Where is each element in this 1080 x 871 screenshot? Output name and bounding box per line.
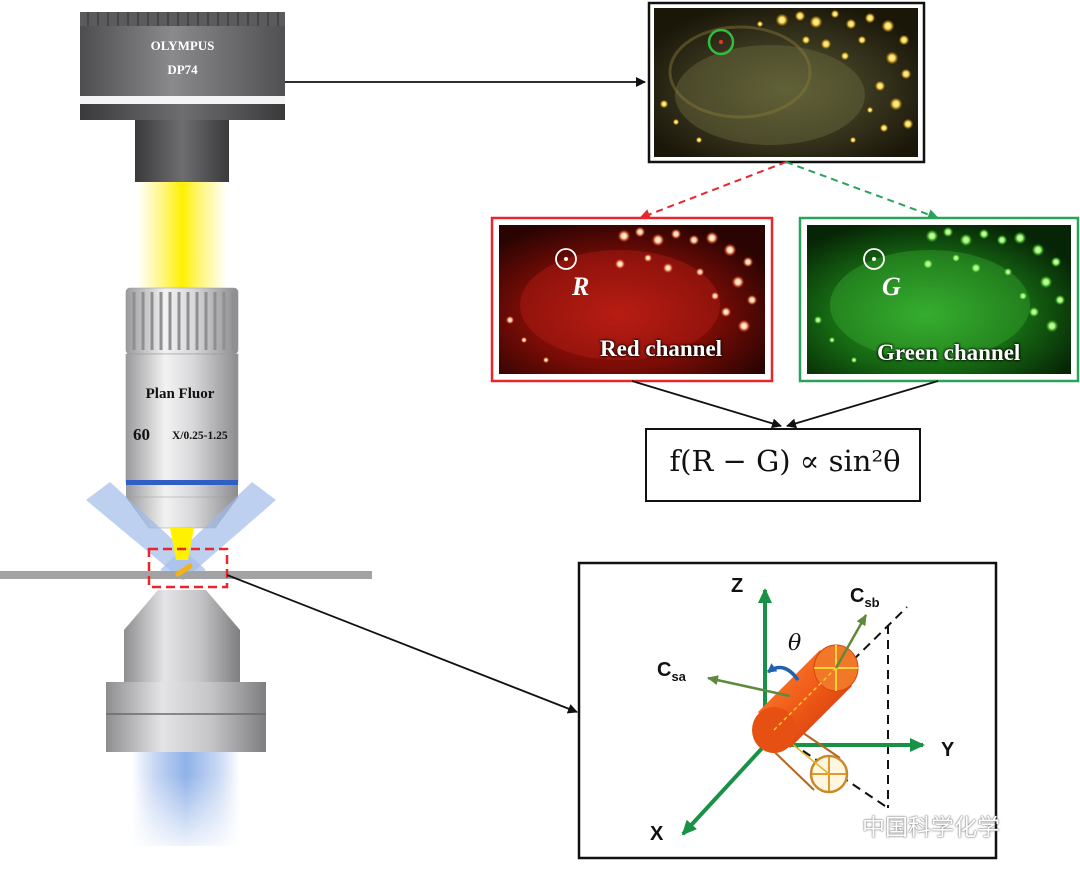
csb-main: C [850,585,865,607]
emission-beam [137,182,227,288]
csa-sub: sa [671,669,686,684]
arrow-green-to-formula [786,380,939,429]
objective-lens [125,287,239,529]
arrow-red-to-formula [631,380,782,429]
csb-sub: sb [864,595,880,610]
objective-magnification-label: 60 [133,425,150,444]
sample-particle [175,563,193,577]
theta-arc [766,663,800,682]
csb-label: Csb [850,585,880,610]
condenser [106,590,266,752]
illumination-beam [132,752,240,846]
arrow-sample-to-inset [226,574,578,714]
red-channel-label: Red channel [600,336,723,361]
formula-box: f(R − G) ∝ sin²θ [645,428,921,502]
specimen-slide [0,571,372,579]
camera-model-label: DP74 [167,62,198,77]
theta-label: θ [788,631,802,656]
orientation-inset [577,561,998,860]
sample-region [147,547,229,589]
formula-text: f(R − G) ∝ sin²θ [669,444,901,478]
arrow-to-red-channel [639,161,787,220]
z-axis-label: Z [731,575,744,597]
green-channel-letter: G [882,272,901,301]
watermark: 中国科学化学 [862,815,1000,841]
green-channel-image [798,216,1080,383]
green-channel-label: Green channel [877,340,1021,365]
x-axis [681,743,767,836]
csa-vector [707,675,791,698]
camera-brand-label: OLYMPUS [150,38,215,53]
objective-name-label: Plan Fluor [145,386,215,402]
csa-label: Csa [657,659,686,684]
arrow-to-green-channel [785,161,939,220]
camera [80,12,285,182]
y-axis-label: Y [941,739,955,761]
csb-vector [834,614,868,669]
csa-main: C [657,659,672,681]
x-axis-label: X [650,823,664,845]
red-channel-letter: R [572,272,590,301]
camera-knurl [87,12,279,26]
objective-aperture-label: X/0.25-1.25 [172,430,228,442]
red-channel-image [490,216,774,383]
focus-beam [170,528,194,560]
composite-image [647,1,926,164]
